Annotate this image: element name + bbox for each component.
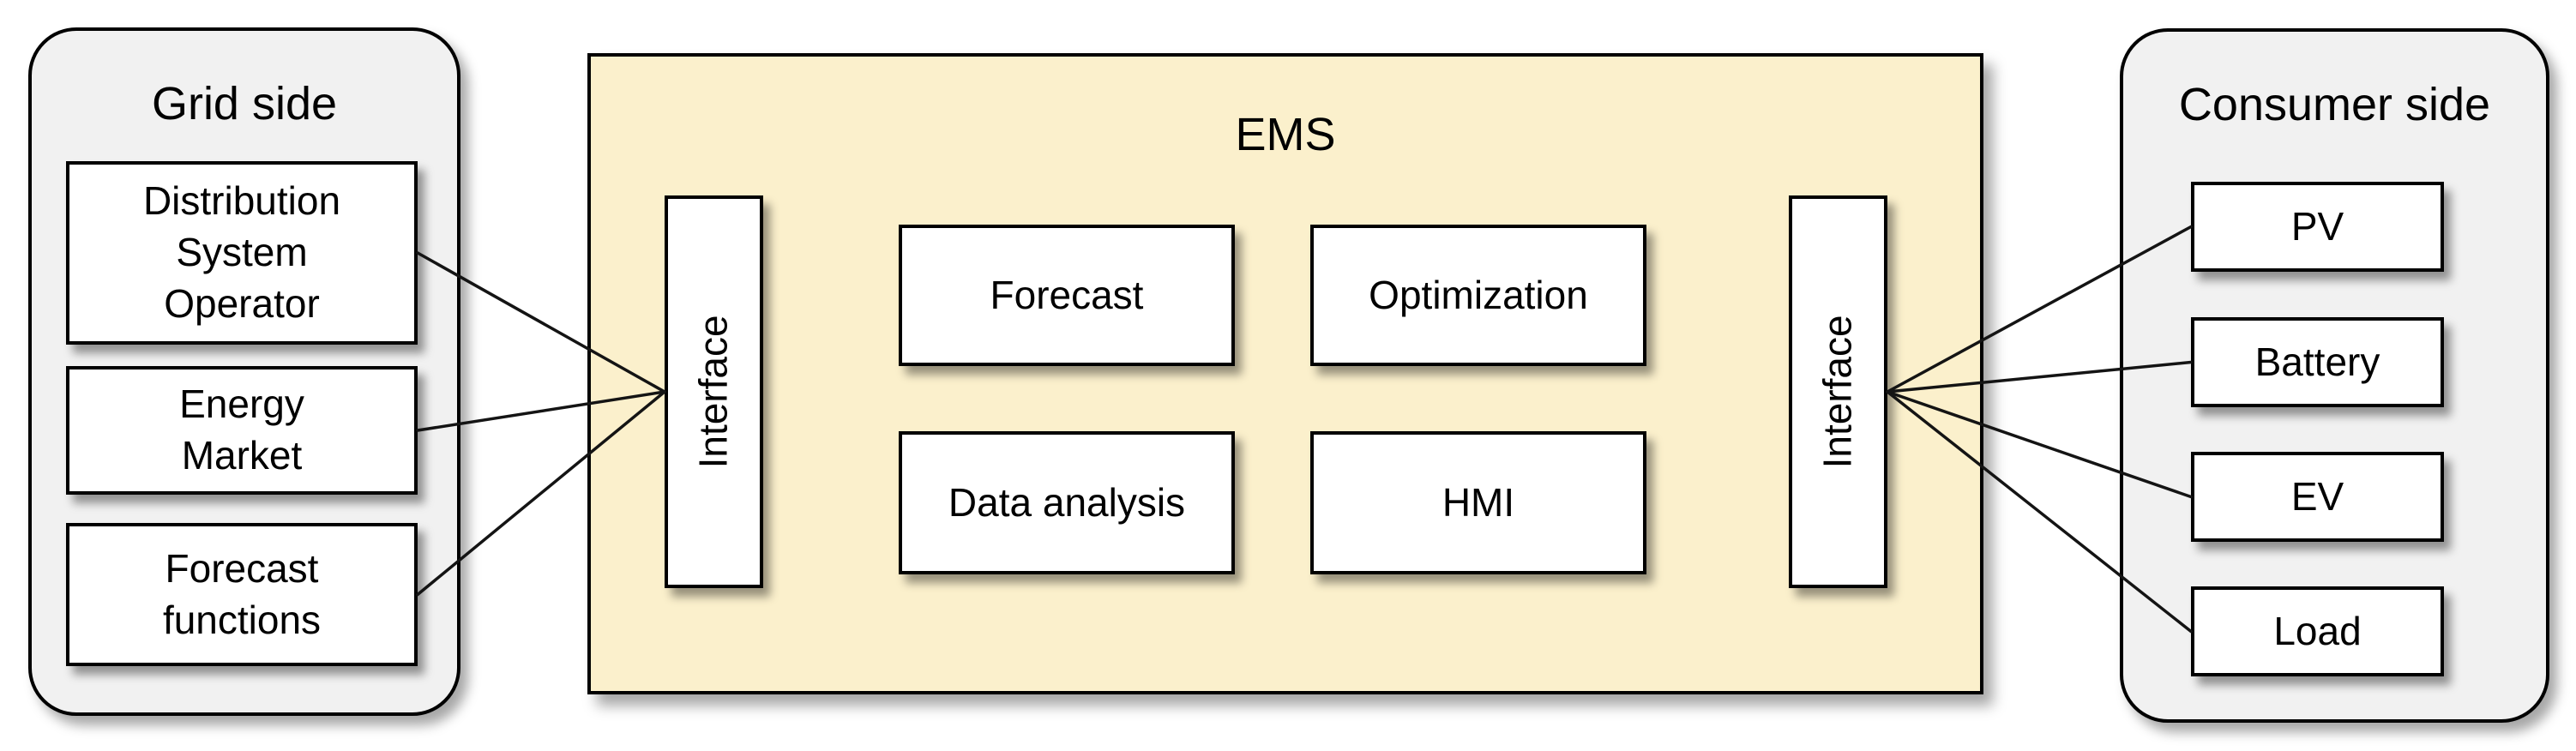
distribution-system-operator-box: Distribution System Operator — [66, 161, 418, 345]
energy-market-label: Energy Market — [179, 382, 304, 478]
interface-left-box: Interface — [665, 195, 763, 588]
hmi-label: HMI — [1441, 479, 1515, 525]
ems-group: EMS Interface Forecast Optimization Data… — [587, 53, 1983, 694]
pv-label: PV — [2290, 203, 2344, 249]
grid-side-group: Grid side Distribution System Operator E… — [28, 27, 460, 716]
pv-box: PV — [2191, 182, 2444, 272]
hmi-box: HMI — [1310, 431, 1646, 574]
consumer-side-title: Consumer side — [2178, 79, 2491, 130]
forecast-label: Forecast — [990, 272, 1144, 317]
forecast-functions-label: Forecast functions — [162, 545, 322, 642]
load-label: Load — [2273, 608, 2362, 653]
data-analysis-label: Data analysis — [948, 479, 1186, 525]
battery-label: Battery — [2254, 339, 2380, 384]
load-box: Load — [2191, 586, 2444, 676]
ems-title: EMS — [1235, 109, 1336, 160]
consumer-side-group: Consumer side PV Battery EV Load — [2120, 28, 2549, 723]
optimization-label: Optimization — [1369, 272, 1588, 317]
ev-box: EV — [2191, 452, 2444, 542]
data-analysis-box: Data analysis — [899, 431, 1235, 574]
distribution-system-operator-label: Distribution System Operator — [142, 178, 341, 326]
battery-box: Battery — [2191, 317, 2444, 407]
interface-left-label: Interface — [690, 315, 736, 469]
ev-label: EV — [2290, 473, 2344, 519]
interface-right-label: Interface — [1815, 315, 1860, 469]
grid-side-title: Grid side — [151, 78, 338, 129]
optimization-box: Optimization — [1310, 225, 1646, 366]
energy-market-box: Energy Market — [66, 366, 418, 495]
interface-right-box: Interface — [1789, 195, 1887, 588]
forecast-functions-box: Forecast functions — [66, 523, 418, 666]
forecast-box: Forecast — [899, 225, 1235, 366]
